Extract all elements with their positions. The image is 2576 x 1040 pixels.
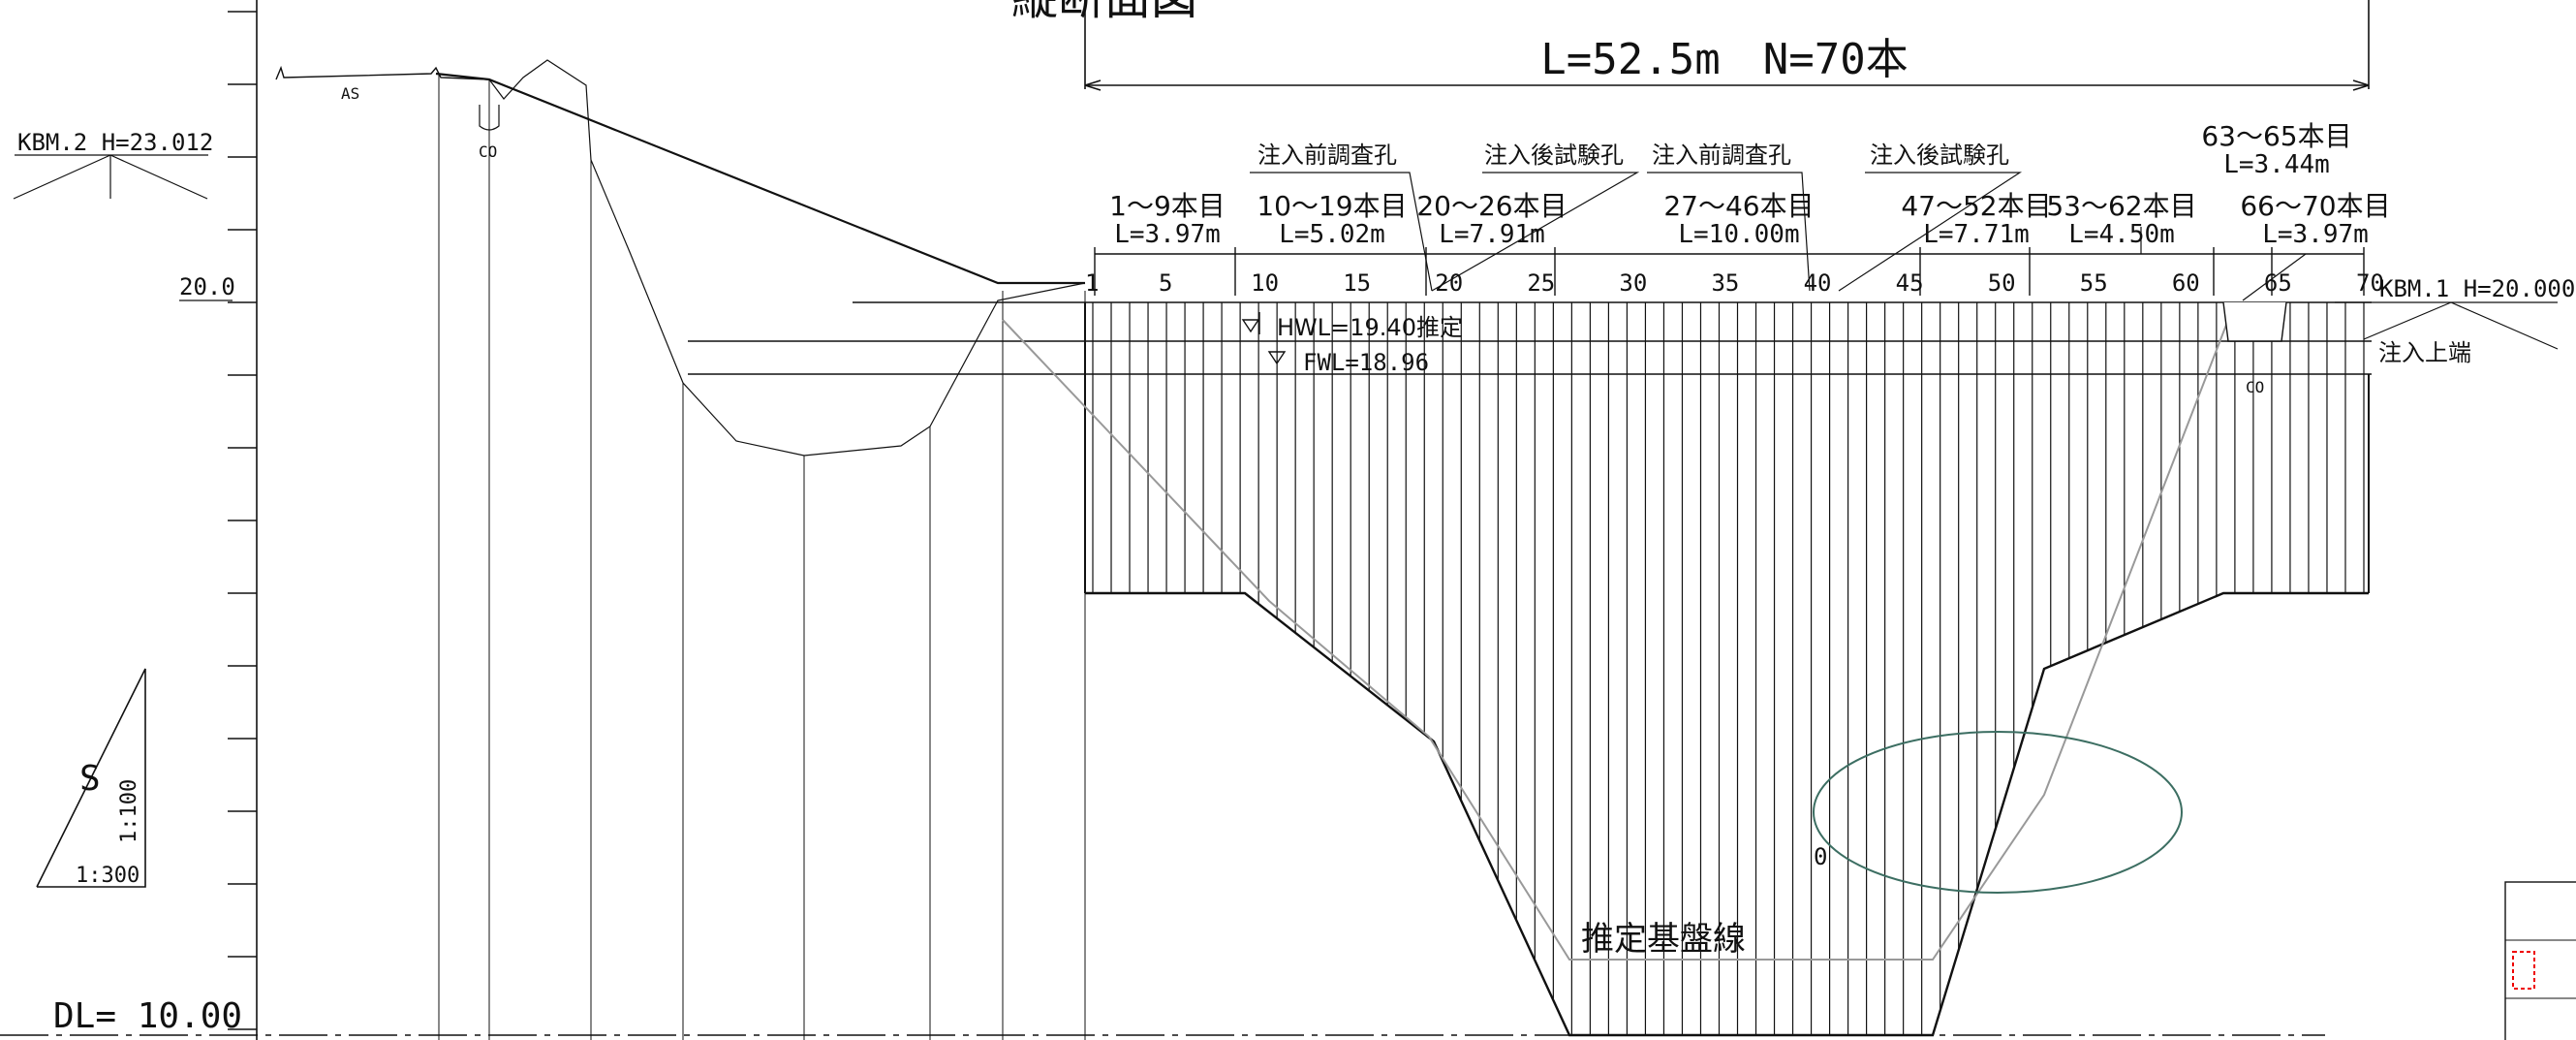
injection-frame: [1084, 302, 2370, 593]
pile-number: 50: [1988, 269, 2016, 297]
hole-label-2: 注入後試験孔: [1484, 142, 1624, 169]
pile-number: 55: [2080, 269, 2108, 297]
co-left-label: CO: [479, 142, 497, 161]
hole-label-3: 注入前調査孔: [1652, 142, 1791, 169]
scale-vertical: 1:100: [117, 779, 141, 843]
group-count-label: 27〜46本目: [1663, 190, 1814, 222]
scale-horizontal: 1:300: [76, 864, 140, 888]
group-count-label: 20〜26本目: [1416, 190, 1567, 222]
ruler-ticks: [228, 11, 257, 1030]
bedrock-label: 推定基盤線: [1581, 920, 1746, 959]
group-length-label: L=3.97m: [1114, 220, 1221, 249]
hwl-label: HWL=19.40推定: [1277, 314, 1463, 341]
benchmark-right-label: KBM.1 H=20.000: [2379, 275, 2575, 302]
group-dimensions: [1094, 247, 2365, 296]
injection-top-label: 注入上端: [2378, 339, 2471, 366]
scale-s: S: [79, 759, 101, 799]
pile-number: 70: [2356, 269, 2384, 297]
group-length-label: L=5.02m: [1279, 220, 1385, 249]
title-block-fragment: [2504, 881, 2576, 1040]
pile-number: 1: [1085, 269, 1099, 297]
group-count-label: 47〜52本目: [1901, 190, 2051, 222]
group-count-label: 53〜62本目: [2046, 190, 2196, 222]
group-length-label: L=7.91m: [1439, 220, 1545, 249]
drawing-title: 縦断面図: [1011, 0, 1197, 25]
group-length-label: L=3.97m: [2262, 220, 2369, 249]
scale-triangle: [36, 668, 146, 888]
injection-piles: [1092, 302, 2365, 1035]
benchmark-left-label: KBM.2 H=23.012: [17, 129, 213, 156]
pile-number: 15: [1343, 269, 1371, 297]
group-length-label: L=3.44m: [2223, 150, 2330, 179]
ground-profile: [275, 59, 1086, 457]
group-length-label: L=4.50m: [2068, 220, 2175, 249]
hole-label-1: 注入前調査孔: [1257, 142, 1397, 169]
group-labels: 1〜9本目L=3.97m10〜19本目L=5.02m20〜26本目L=7.91m…: [1109, 120, 2390, 249]
pile-number: 35: [1711, 269, 1739, 297]
pile-number: 45: [1896, 269, 1924, 297]
pile-number: 5: [1159, 269, 1172, 297]
overall-dimension: [1084, 0, 2370, 91]
pile-number: 25: [1527, 269, 1555, 297]
summary-label: L=52.5m N=70本: [1540, 35, 1908, 84]
water-level-marks: [1241, 312, 1287, 365]
anomaly-ellipse: [1813, 731, 2183, 894]
datum-label: DL= 10.00: [53, 996, 242, 1036]
fwl-label: FWL=18.96: [1303, 349, 1429, 376]
zero-label: 0: [1814, 843, 1827, 870]
co-right-label: CO: [2246, 378, 2264, 396]
reference-verticals: [438, 74, 1086, 1040]
group-length-label: L=10.00m: [1678, 220, 1799, 249]
pile-number: 30: [1619, 269, 1647, 297]
co-right-structure: [2222, 301, 2287, 342]
group-count-label: 66〜70本目: [2240, 190, 2390, 222]
elevation-20-label: 20.0: [179, 273, 235, 300]
group-count-label: 1〜9本目: [1109, 190, 1226, 222]
hole-label-4: 注入後試験孔: [1870, 142, 2009, 169]
pile-number: 65: [2264, 269, 2292, 297]
pile-number: 20: [1435, 269, 1463, 297]
hole-leaders: [1250, 172, 2307, 301]
injection-bottom-line: [1085, 591, 2369, 1037]
pile-number: 10: [1251, 269, 1279, 297]
group-length-label: L=7.71m: [1923, 220, 2030, 249]
group-count-label: 10〜19本目: [1257, 190, 1407, 222]
level-lines: [688, 301, 2372, 375]
pile-number: 60: [2172, 269, 2200, 297]
benchmark-right: [2335, 301, 2559, 350]
bedrock-line: [1002, 319, 2229, 961]
benchmark-left: [13, 154, 208, 200]
pile-number: 40: [1804, 269, 1832, 297]
as-label: AS: [341, 84, 359, 103]
group-count-label: 63〜65本目: [2201, 120, 2351, 152]
